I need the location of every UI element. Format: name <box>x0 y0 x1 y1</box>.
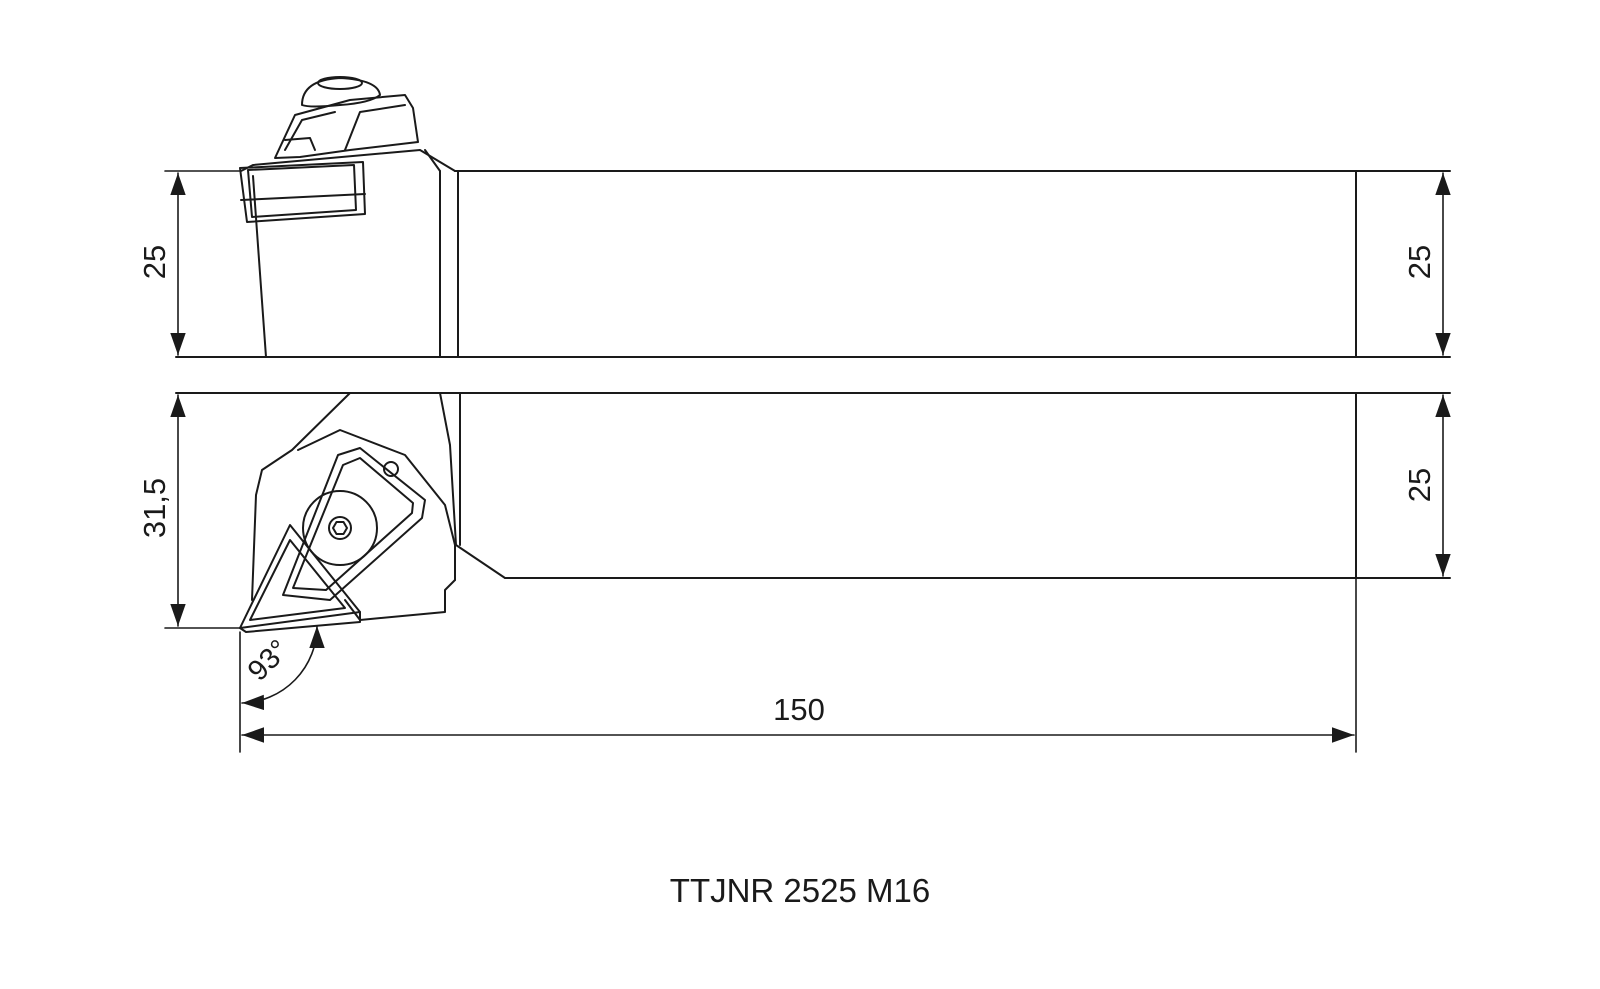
side-view-clamp <box>274 94 419 159</box>
top-view-insert <box>239 524 361 633</box>
top-view-clamp <box>282 447 426 601</box>
top-view-shank <box>175 392 1451 579</box>
label-width-right: 25 <box>1402 468 1437 502</box>
label-angle: 93° <box>242 634 296 688</box>
side-view-head <box>240 149 501 358</box>
side-view-insert <box>239 161 366 223</box>
tool-designation: TTJNR 2525 M16 <box>669 872 931 909</box>
dimension-lines <box>164 170 1451 753</box>
label-length: 150 <box>773 692 825 727</box>
side-view-shank <box>175 170 1451 358</box>
dim-angle-arc <box>241 625 325 711</box>
label-height-left: 25 <box>137 245 172 279</box>
top-view <box>175 392 1451 633</box>
side-view-screw <box>301 76 381 108</box>
label-width-left: 31,5 <box>137 478 172 538</box>
label-height-right: 25 <box>1402 245 1437 279</box>
side-view <box>175 76 1451 358</box>
